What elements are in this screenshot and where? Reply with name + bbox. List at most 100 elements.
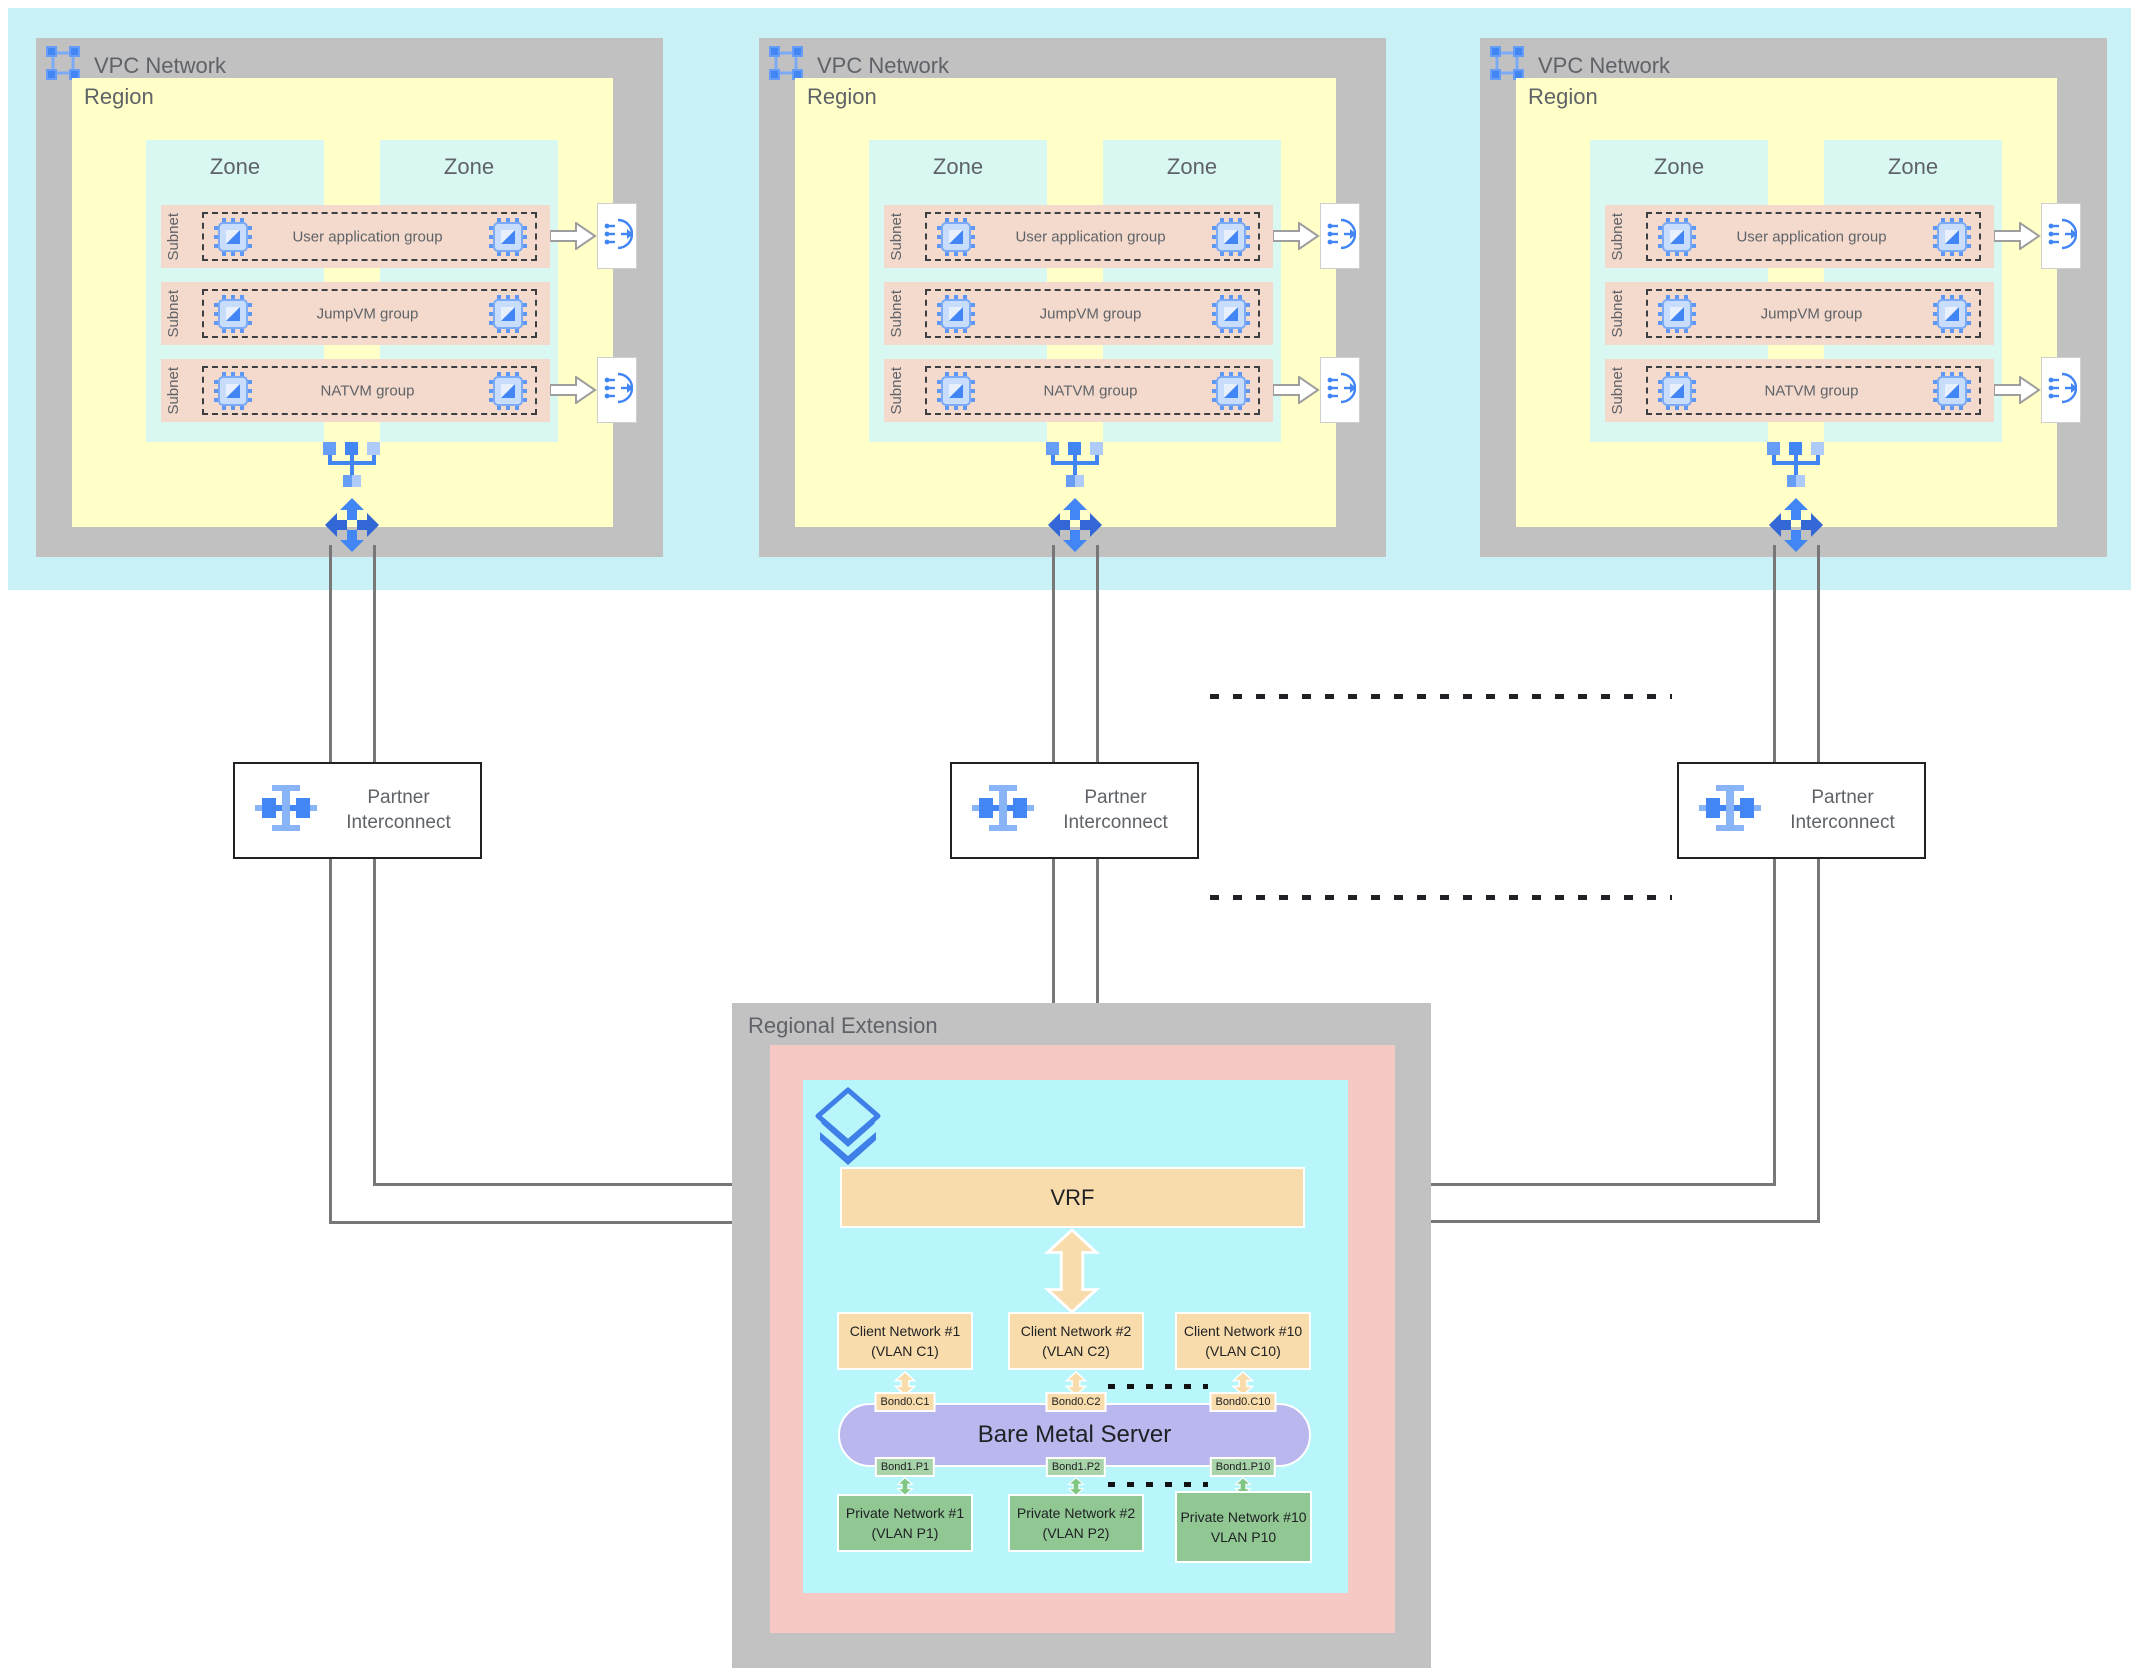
continuation-dots <box>1108 1482 1208 1487</box>
continuation-dots <box>1210 694 1672 699</box>
region-label: Region <box>1528 84 1598 109</box>
subnet-row: Subnet NATVM group <box>1605 359 1994 422</box>
private-network-node: Private Network #1 (VLAN P1) <box>837 1494 973 1552</box>
vpc-network-block: VPC Network Region Zone Zone Subnet User… <box>1480 38 2107 557</box>
vpc-network-icon <box>1490 46 1524 85</box>
connection-line <box>329 545 332 1224</box>
bond-interface-label: Bond0.C10 <box>1209 1392 1277 1412</box>
subnet-row: Subnet User application group <box>884 205 1273 268</box>
zone-label: Zone <box>1887 154 1939 179</box>
load-balancer-node <box>1320 357 1360 423</box>
partner-interconnect-node: Partner Interconnect <box>1677 762 1926 859</box>
layers-icon <box>812 1086 884 1171</box>
connection-line <box>329 1221 840 1224</box>
vpc-network-block: VPC Network Region Zone Zone Subnet User… <box>36 38 663 557</box>
client-network-name: Client Network #10 <box>1183 1322 1303 1339</box>
vm-group-label: JumpVM group <box>316 305 419 322</box>
regional-extension-title: Regional Extension <box>748 1013 938 1038</box>
instance-group-outline: JumpVM group <box>1646 289 1981 338</box>
partner-interconnect-icon <box>254 783 317 838</box>
subnet-label: Subnet <box>164 366 182 415</box>
client-network-name: Client Network #2 <box>1020 1322 1132 1339</box>
client-network-vlan: (VLAN C2) <box>1042 1343 1110 1359</box>
vm-instance-icon <box>1658 218 1696 261</box>
vpc-title: VPC Network <box>94 52 227 78</box>
load-balancer-icon <box>1324 218 1357 255</box>
client-network-node: Client Network #10 (VLAN C10) <box>1175 1312 1311 1370</box>
private-network-node: Private Network #10 VLAN P10 <box>1175 1491 1312 1563</box>
vm-group-label: User application group <box>1015 228 1166 245</box>
zone-label: Zone <box>1166 154 1218 179</box>
zone-label: Zone <box>443 154 495 179</box>
private-network-name: Private Network #1 <box>845 1504 965 1521</box>
network-hub-icon <box>1046 442 1104 493</box>
partner-interconnect-icon <box>1698 783 1761 838</box>
load-balancer-node <box>597 203 637 269</box>
partner-interconnect-icon <box>971 783 1034 838</box>
vm-group-label: NATVM group <box>1764 382 1859 399</box>
connection-line <box>1305 1183 1776 1186</box>
client-network-vlan: (VLAN C1) <box>871 1343 939 1359</box>
subnet-row: Subnet JumpVM group <box>884 282 1273 345</box>
vm-instance-icon <box>489 372 527 415</box>
instance-group-outline: User application group <box>1646 212 1981 261</box>
subnet-label: Subnet <box>1608 289 1626 338</box>
load-balancer-icon <box>1324 372 1357 409</box>
subnet-row: Subnet User application group <box>161 205 550 268</box>
zone-label: Zone <box>209 154 261 179</box>
load-balancer-node <box>597 357 637 423</box>
instance-group-outline: User application group <box>202 212 537 261</box>
subnet-label: Subnet <box>887 212 905 261</box>
egress-arrow <box>1272 375 1320 409</box>
region-block: Region Zone Zone Subnet User application… <box>1516 78 2081 527</box>
vm-instance-icon <box>937 295 975 338</box>
egress-arrow <box>1993 375 2041 409</box>
vm-instance-icon <box>1212 295 1250 338</box>
vm-instance-icon <box>489 218 527 261</box>
region-block: Region Zone Zone Subnet User application… <box>72 78 637 527</box>
region-label: Region <box>84 84 154 109</box>
vpc-header: VPC Network <box>1490 46 1670 85</box>
vrf-bidirectional-arrow <box>1043 1227 1101 1318</box>
instance-group-outline: JumpVM group <box>925 289 1260 338</box>
vrf-node: VRF <box>840 1167 1305 1228</box>
private-network-vlan: (VLAN P1) <box>871 1525 939 1541</box>
vm-instance-icon <box>1212 218 1250 261</box>
vm-instance-icon <box>1658 295 1696 338</box>
egress-arrow <box>549 375 597 409</box>
connection-line <box>373 1183 840 1186</box>
egress-arrow <box>549 221 597 255</box>
vm-instance-icon <box>214 218 252 261</box>
vpc-title: VPC Network <box>817 52 950 78</box>
load-balancer-node <box>2041 203 2081 269</box>
vm-instance-icon <box>1933 295 1971 338</box>
connection-line <box>1817 545 1820 1223</box>
partner-interconnect-node: Partner Interconnect <box>233 762 482 859</box>
connection-line <box>373 545 376 1186</box>
private-network-name: Private Network #10 <box>1180 1508 1307 1525</box>
vm-instance-icon <box>214 372 252 415</box>
load-balancer-icon <box>2045 218 2078 255</box>
continuation-dots <box>1210 895 1672 900</box>
egress-arrow <box>1272 221 1320 255</box>
continuation-dots <box>1108 1384 1208 1389</box>
instance-group-outline: NATVM group <box>925 366 1260 415</box>
load-balancer-icon <box>601 218 634 255</box>
vm-instance-icon <box>1933 218 1971 261</box>
vm-instance-icon <box>1933 372 1971 415</box>
routes-icon <box>1046 496 1104 559</box>
client-network-node: Client Network #1 (VLAN C1) <box>837 1312 973 1370</box>
instance-group-outline: NATVM group <box>202 366 537 415</box>
vm-instance-icon <box>1658 372 1696 415</box>
bond-interface-label: Bond1.P2 <box>1045 1457 1107 1477</box>
vm-instance-icon <box>1212 372 1250 415</box>
routes-icon <box>323 496 381 559</box>
vm-instance-icon <box>937 372 975 415</box>
private-network-node: Private Network #2 (VLAN P2) <box>1008 1494 1144 1552</box>
load-balancer-icon <box>2045 372 2078 409</box>
load-balancer-icon <box>601 372 634 409</box>
vpc-network-icon <box>769 46 803 85</box>
instance-group-outline: NATVM group <box>1646 366 1981 415</box>
subnet-label: Subnet <box>887 366 905 415</box>
vpc-network-block: VPC Network Region Zone Zone Subnet User… <box>759 38 1386 557</box>
